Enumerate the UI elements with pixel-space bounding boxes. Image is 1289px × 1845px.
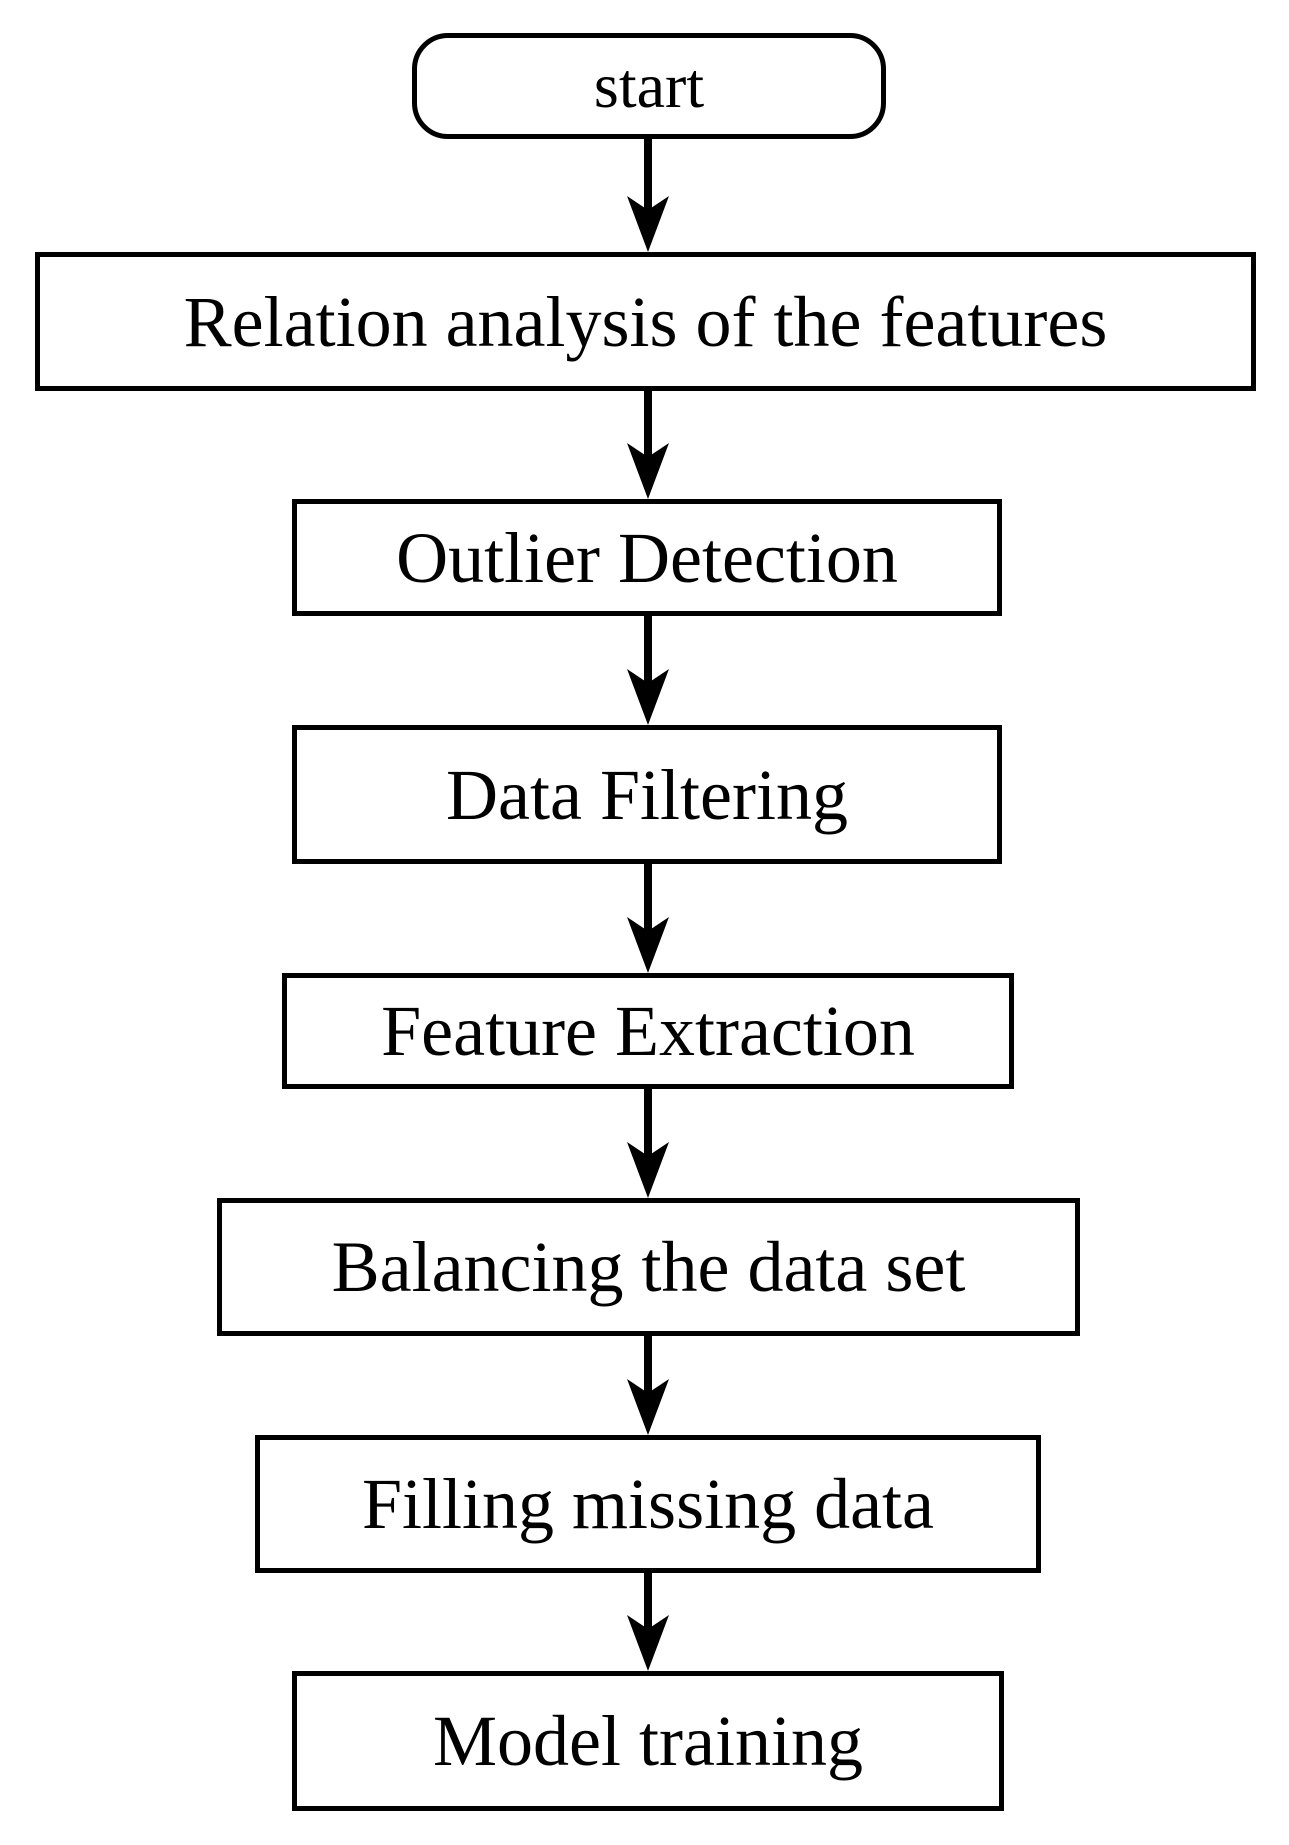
flow-arrow-missing-to-training — [627, 1573, 669, 1671]
node-label-model-training: Model training — [433, 1701, 863, 1781]
flowchart-node-model-training: Model training — [292, 1671, 1004, 1811]
node-label-filling-missing-data: Filling missing data — [361, 1464, 935, 1544]
node-label-data-filtering: Data Filtering — [446, 754, 848, 835]
flow-arrow-relation-to-outlier — [627, 391, 669, 499]
flow-arrow-outlier-to-filtering — [627, 616, 669, 725]
flowchart-node-start: start — [412, 33, 886, 139]
flow-arrow-filtering-to-extraction — [627, 864, 669, 973]
node-label-feature-extraction: Feature Extraction — [381, 991, 915, 1071]
flowchart-node-balancing-data-set: Balancing the data set — [217, 1198, 1080, 1336]
node-label-start: start — [593, 50, 705, 121]
flowchart-node-data-filtering: Data Filtering — [292, 725, 1002, 864]
flow-arrow-balancing-to-missing — [627, 1336, 669, 1435]
flowchart-node-outlier-detection: Outlier Detection — [292, 499, 1002, 616]
flow-arrow-extraction-to-balancing — [627, 1089, 669, 1198]
node-label-outlier-detection: Outlier Detection — [396, 517, 898, 598]
node-label-relation-analysis: Relation analysis of the features — [183, 281, 1108, 362]
node-label-balancing-data-set: Balancing the data set — [331, 1227, 966, 1307]
flowchart-node-filling-missing-data: Filling missing data — [255, 1435, 1041, 1573]
flowchart-node-feature-extraction: Feature Extraction — [282, 973, 1014, 1089]
flow-arrow-start-to-relation — [627, 138, 669, 252]
flowchart-node-relation-analysis: Relation analysis of the features — [35, 252, 1256, 391]
